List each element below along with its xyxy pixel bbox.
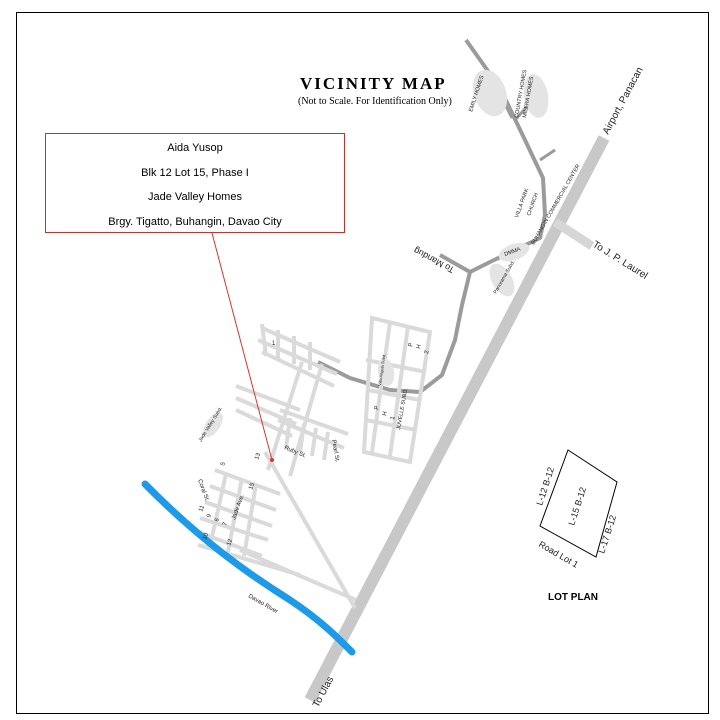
- block-number: 9: [206, 513, 213, 519]
- lot-plan-parcel: [539, 449, 618, 558]
- label-pearl: Pearl St.: [330, 439, 340, 463]
- block-number: 11: [198, 504, 206, 513]
- mandug-road: [439, 253, 471, 274]
- phase-letter: H: [416, 344, 423, 349]
- block-number: 10: [202, 532, 210, 541]
- barangay-address: Brgy. Tigatto, Buhangin, Davao City: [108, 215, 282, 228]
- block-number: 6: [214, 517, 221, 523]
- map-frame: [16, 12, 709, 714]
- block-number: 13: [254, 452, 262, 461]
- address-callout: Aida Yusop Blk 12 Lot 15, Phase I Jade V…: [45, 133, 345, 233]
- location-pointer-line: [211, 232, 273, 461]
- block-number: 5: [220, 461, 227, 467]
- map-title: VICINITY MAP: [300, 74, 447, 93]
- block-number: 12: [226, 538, 234, 547]
- subdivision-streets: [197, 315, 433, 609]
- owner-name: Aida Yusop: [167, 142, 223, 154]
- jp-laurel-road: [552, 218, 595, 250]
- lot-number: Blk 12 Lot 15, Phase I: [141, 166, 249, 179]
- phase-letter: H: [382, 411, 389, 416]
- block-number: 15: [248, 482, 256, 491]
- block-number: 1: [272, 341, 276, 347]
- map-subtitle: (Not to Scale. For Identification Only): [298, 96, 452, 107]
- phase-letter: P: [408, 342, 415, 347]
- phase-letter: P: [374, 405, 381, 410]
- location-marker: [270, 458, 274, 462]
- block-number: 7: [222, 521, 229, 527]
- landmark-blobs: [203, 69, 549, 438]
- phase-letter: 1: [390, 415, 397, 420]
- label-dmma: DMMA: [504, 246, 522, 257]
- secondary-road: [317, 38, 547, 394]
- davao-river: [141, 480, 356, 656]
- subdivision-name: Jade Valley Homes: [148, 191, 242, 203]
- main-highway: [304, 135, 610, 703]
- label-villa-angela: Villa Angela Subd.: [377, 353, 386, 386]
- east-road: [539, 148, 556, 162]
- lot-plan-title: LOT PLAN: [548, 592, 598, 603]
- phase-letter: 2: [424, 349, 431, 354]
